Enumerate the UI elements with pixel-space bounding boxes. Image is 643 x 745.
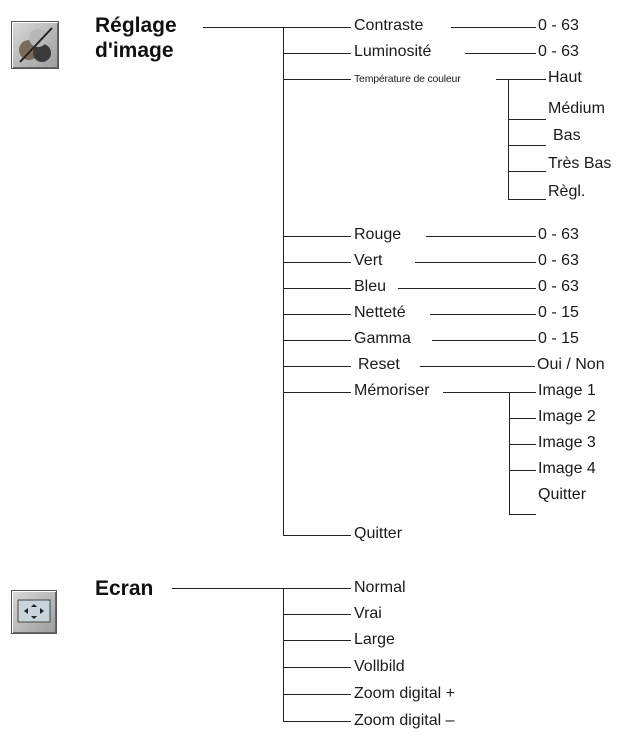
branch [283, 236, 351, 237]
value-connector [430, 314, 536, 315]
memory-option-quitter[interactable]: Quitter [538, 486, 587, 503]
menu-title-screen: Ecran [95, 577, 154, 600]
branch [283, 392, 351, 393]
screen-item-vollbild[interactable]: Vollbild [354, 658, 405, 675]
memory-option-image-4[interactable]: Image 4 [538, 460, 596, 477]
value-nettete: 0 - 15 [538, 304, 579, 321]
temp-option-tres-bas[interactable]: Très Bas [548, 155, 612, 172]
value-connector [398, 288, 536, 289]
trunk-line [283, 27, 284, 535]
memory-option-image-3[interactable]: Image 3 [538, 434, 596, 451]
picture-adjust-icon [11, 21, 59, 69]
screen-item-normal[interactable]: Normal [354, 579, 406, 596]
value-connector [420, 366, 535, 367]
menu-item-rouge[interactable]: Rouge [354, 226, 402, 243]
sub-branch [509, 514, 536, 515]
connector [203, 27, 283, 28]
branch [283, 694, 351, 695]
screen-size-icon [11, 590, 57, 634]
value-connector [451, 27, 536, 28]
memory-option-image-2[interactable]: Image 2 [538, 408, 596, 425]
value-connector [465, 53, 536, 54]
sub-branch [508, 171, 546, 172]
branch [283, 27, 351, 28]
menu-item-quitter[interactable]: Quitter [354, 525, 403, 542]
branch [283, 535, 351, 536]
branch [283, 262, 351, 263]
temp-option-regl[interactable]: Règl. [548, 183, 586, 200]
sub-branch [509, 444, 536, 445]
branch [283, 340, 351, 341]
sub-trunk [509, 392, 510, 514]
trunk-line [283, 588, 284, 721]
branch [283, 721, 351, 722]
sub-branch [508, 119, 546, 120]
menu-item-temperature[interactable]: Température de couleur [354, 73, 461, 85]
sub-trunk [508, 79, 509, 199]
value-contraste: 0 - 63 [538, 17, 579, 34]
sub-branch [508, 199, 546, 200]
screen-item-vrai[interactable]: Vrai [354, 605, 382, 622]
menu-item-gamma[interactable]: Gamma [354, 330, 411, 347]
connector [172, 588, 283, 589]
branch [283, 314, 351, 315]
menu-item-bleu[interactable]: Bleu [354, 278, 387, 295]
branch [283, 614, 351, 615]
branch [283, 588, 351, 589]
sub-connector [443, 392, 536, 393]
value-gamma: 0 - 15 [538, 330, 579, 347]
value-reset: Oui / Non [537, 356, 605, 373]
menu-title-image-line2: d'image [95, 39, 174, 62]
menu-item-reset[interactable]: Reset [358, 356, 400, 373]
branch [283, 288, 351, 289]
screen-item-zoom-plus[interactable]: Zoom digital + [354, 685, 455, 702]
menu-item-memoriser[interactable]: Mémoriser [354, 382, 430, 399]
menu-title-image-line1: Réglage [95, 14, 177, 37]
menu-item-nettete[interactable]: Netteté [354, 304, 406, 321]
sub-branch [509, 418, 536, 419]
value-vert: 0 - 63 [538, 252, 579, 269]
menu-item-contraste[interactable]: Contraste [354, 17, 424, 34]
branch [283, 667, 351, 668]
branch [283, 640, 351, 641]
temp-option-medium[interactable]: Médium [548, 100, 605, 117]
temp-option-bas[interactable]: Bas [553, 127, 581, 144]
memory-option-image-1[interactable]: Image 1 [538, 382, 596, 399]
value-luminosite: 0 - 63 [538, 43, 579, 60]
value-connector [432, 340, 536, 341]
value-rouge: 0 - 63 [538, 226, 579, 243]
branch [283, 79, 351, 80]
screen-item-zoom-minus[interactable]: Zoom digital – [354, 712, 455, 729]
sub-branch [508, 145, 546, 146]
sub-branch [509, 470, 536, 471]
sub-connector [496, 79, 546, 80]
menu-item-vert[interactable]: Vert [354, 252, 383, 269]
value-connector [426, 236, 536, 237]
screen-item-large[interactable]: Large [354, 631, 395, 648]
menu-item-luminosite[interactable]: Luminosité [354, 43, 432, 60]
temp-option-haut[interactable]: Haut [548, 69, 582, 86]
branch [283, 366, 351, 367]
branch [283, 53, 351, 54]
value-bleu: 0 - 63 [538, 278, 579, 295]
value-connector [415, 262, 536, 263]
